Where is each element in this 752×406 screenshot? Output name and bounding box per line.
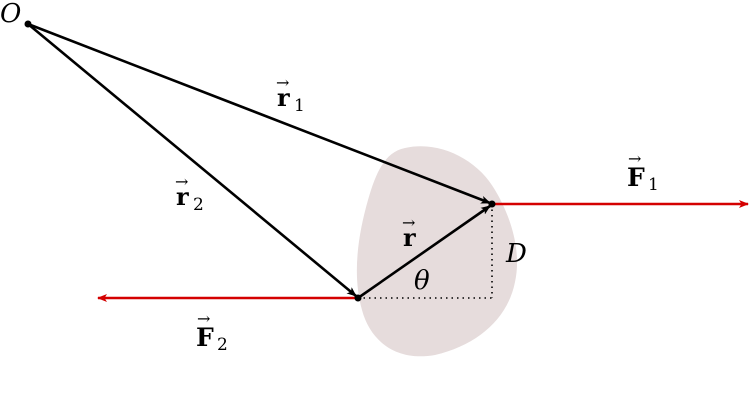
label-r1-base: r xyxy=(277,83,290,112)
label-r2-sub: 2 xyxy=(193,195,204,215)
label-r-accent: → xyxy=(402,213,415,232)
label-F1: → F 1 xyxy=(627,149,659,195)
label-r-base: r xyxy=(403,223,416,252)
label-F1-sub: 1 xyxy=(648,175,659,195)
label-F2-base: F xyxy=(196,323,214,352)
label-r2-accent: → xyxy=(175,172,188,191)
label-F2: → F 2 xyxy=(196,309,228,355)
origin-label: O xyxy=(0,0,21,29)
label-F1-base: F xyxy=(627,163,645,192)
label-r2-base: r xyxy=(176,182,189,211)
label-F2-accent: → xyxy=(197,309,210,328)
rigid-body xyxy=(356,146,518,357)
label-F1-accent: → xyxy=(628,149,641,168)
label-F2-sub: 2 xyxy=(217,335,228,355)
vector-r1-arrow xyxy=(27,22,491,205)
vector-r2-arrow xyxy=(27,22,357,298)
label-r1: → r 1 xyxy=(276,73,305,116)
vector-r-arrow xyxy=(357,204,491,300)
origin-point xyxy=(24,20,32,28)
label-r2: → r 2 xyxy=(175,172,204,215)
label-r: → r xyxy=(402,213,416,252)
label-D: D xyxy=(505,239,527,269)
label-theta: θ xyxy=(414,266,430,296)
label-r1-sub: 1 xyxy=(294,96,305,116)
point-F2-application xyxy=(354,294,362,302)
label-r1-accent: → xyxy=(276,73,289,92)
point-F1-application xyxy=(488,200,496,208)
